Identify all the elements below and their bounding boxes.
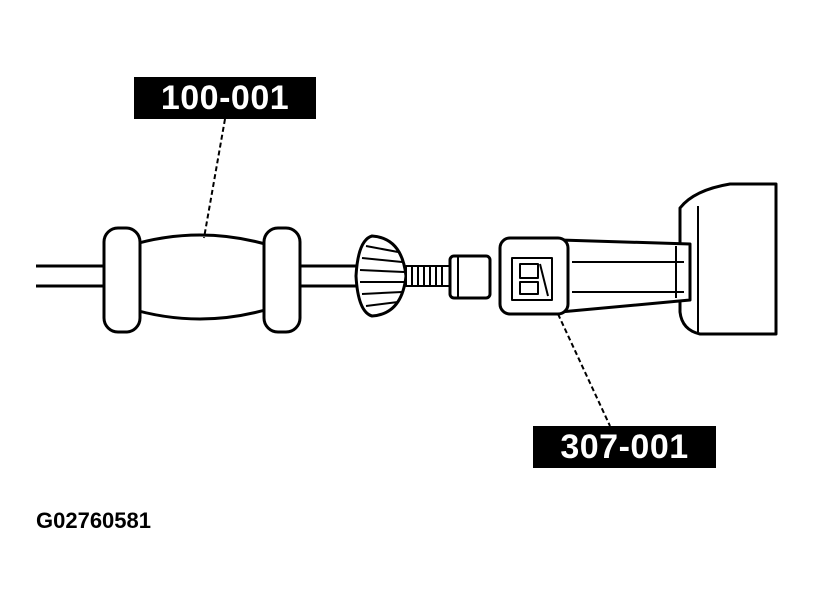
grip-left-collar	[102, 226, 142, 334]
slide-hammer-grip	[126, 233, 274, 321]
component-housing	[678, 182, 778, 336]
hex-coupler	[448, 254, 492, 300]
leader-line-307	[557, 313, 611, 427]
grip-right-collar	[262, 226, 302, 334]
figure-identifier: G02760581	[36, 508, 151, 533]
knurled-knob	[354, 234, 408, 318]
callout-label-slide-hammer: 100-001	[134, 77, 316, 119]
remover-sleeve	[558, 238, 692, 314]
callout-label-remover-tool: 307-001	[533, 426, 716, 468]
leader-line-100	[203, 118, 226, 239]
threaded-rod	[405, 265, 453, 287]
